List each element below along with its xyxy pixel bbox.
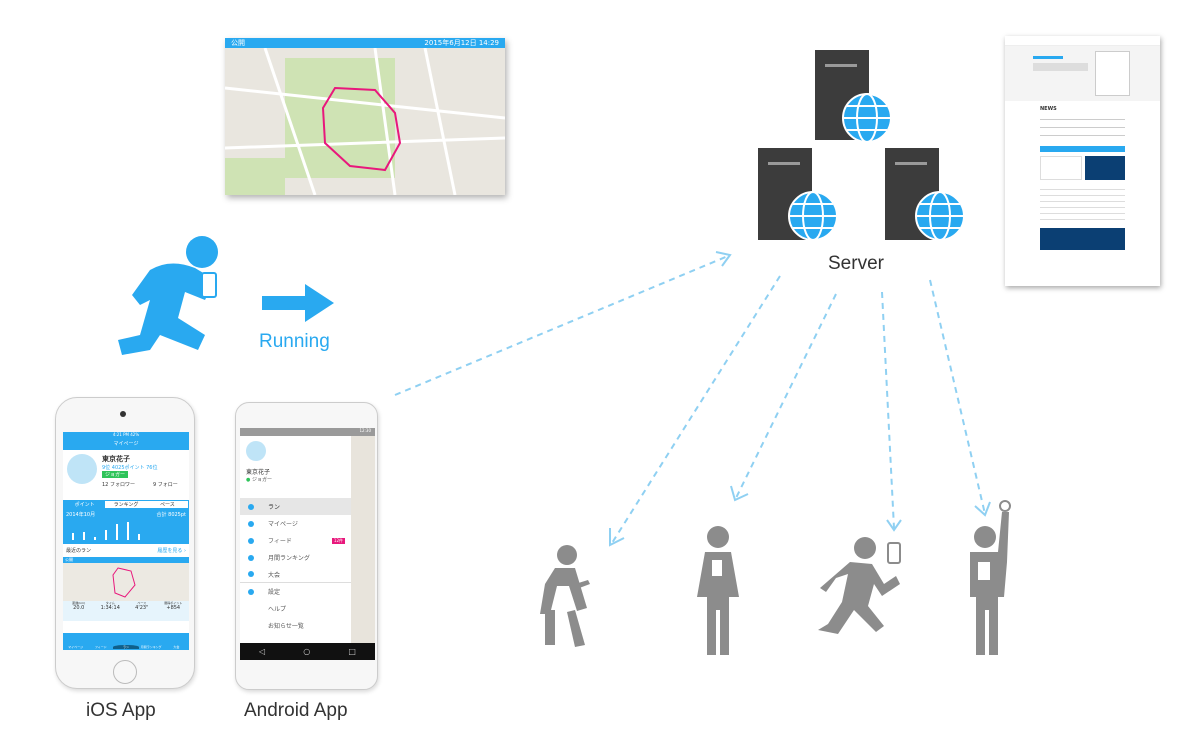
tab-bar: マイページ フィード ラン 月間ランキング 大会 xyxy=(63,633,189,650)
feed-badge: 12件 xyxy=(331,537,345,544)
route-line xyxy=(321,86,402,172)
android-nav-bar: ◁ ○ □ xyxy=(240,643,375,660)
android-app-label: Android App xyxy=(244,700,348,721)
home-button[interactable] xyxy=(113,660,137,684)
arrow-right-icon xyxy=(262,284,334,322)
ios-screen: 4:21 PM 42% マイページ 東京花子 9位 4025ポイント 76位 ジ… xyxy=(63,432,189,650)
menu-race[interactable]: 大会 xyxy=(240,566,351,583)
following-count[interactable]: 9 フォロー xyxy=(152,482,178,488)
menu-run[interactable]: ラン xyxy=(240,498,351,515)
user-name: 東京花子 xyxy=(246,469,271,476)
nav-race[interactable]: 大会 xyxy=(173,645,180,649)
map-timestamp: 2015年6月12日 14:29 xyxy=(424,39,499,47)
ios-app-label: iOS App xyxy=(86,700,156,721)
metric-distance: 距離(km)20.0 xyxy=(72,601,86,611)
recent-visibility: 公開 xyxy=(63,557,189,563)
nav-run[interactable]: ラン xyxy=(113,645,139,649)
map-canvas xyxy=(225,47,505,195)
route-map-screenshot: 公開 2015年6月12日 14:29 xyxy=(225,38,505,195)
user-name: 東京花子 xyxy=(102,455,130,463)
home-icon[interactable]: ○ xyxy=(303,647,311,656)
points-chart: 2014年10月合計 8025pt xyxy=(63,509,189,544)
status-bar: 4:21 PM 42% xyxy=(63,432,189,438)
running-person-icon xyxy=(818,537,901,634)
nav-ranking[interactable]: 月間ランキング xyxy=(140,645,162,649)
running-label: Running xyxy=(259,331,330,352)
nav-title: マイページ xyxy=(63,438,189,450)
tab-points[interactable]: ポイント xyxy=(64,501,106,508)
website-screenshot: NEWS xyxy=(1005,36,1160,286)
menu-mypage[interactable]: マイページ xyxy=(240,515,351,532)
commuter-icon xyxy=(970,500,1011,655)
recents-icon[interactable]: □ xyxy=(348,647,356,656)
line-to-person-4 xyxy=(929,279,986,515)
server-label: Server xyxy=(828,253,884,274)
rank-badge: ジョガー xyxy=(102,471,129,478)
status-bar: 12:30 xyxy=(240,428,375,436)
line-to-person-3 xyxy=(881,291,895,529)
nav-mypage[interactable]: マイページ xyxy=(68,645,84,649)
line-to-person-1 xyxy=(611,275,781,544)
standing-woman-icon xyxy=(697,526,739,655)
map-visibility: 公開 xyxy=(231,39,245,47)
ios-phone: 4:21 PM 42% マイページ 東京花子 9位 4025ポイント 76位 ジ… xyxy=(55,397,195,689)
metric-points: 獲得ポイント+854 xyxy=(164,601,183,611)
recent-run-title: 最近のラン xyxy=(66,548,92,554)
tab-ranking[interactable]: ランキング xyxy=(113,502,139,508)
menu-help[interactable]: ヘルプ xyxy=(268,606,287,613)
news-heading: NEWS xyxy=(1040,106,1057,112)
menu-notices[interactable]: お知らせ一覧 xyxy=(268,623,304,630)
user-role: ジョガー xyxy=(251,477,272,483)
server-icon xyxy=(758,50,939,240)
line-to-person-2 xyxy=(735,293,837,499)
avatar xyxy=(67,454,97,484)
upload-line xyxy=(394,255,729,396)
globe-icon xyxy=(788,93,965,241)
tab-pace[interactable]: ペース xyxy=(159,502,175,508)
sitting-person-icon xyxy=(540,545,590,647)
back-icon[interactable]: ◁ xyxy=(259,647,266,656)
runner-icon xyxy=(118,236,218,355)
menu-settings[interactable]: 設定 xyxy=(240,583,351,600)
followers-count[interactable]: 12 フォロワー xyxy=(102,482,135,488)
user-stats: 9位 4025ポイント 76位 xyxy=(102,465,158,471)
history-link[interactable]: 履歴を見る › xyxy=(157,548,186,554)
avatar xyxy=(246,441,266,461)
recent-run-map[interactable] xyxy=(63,563,189,601)
nav-feed[interactable]: フィード xyxy=(94,645,107,649)
menu-ranking[interactable]: 月間ランキング xyxy=(240,549,351,566)
